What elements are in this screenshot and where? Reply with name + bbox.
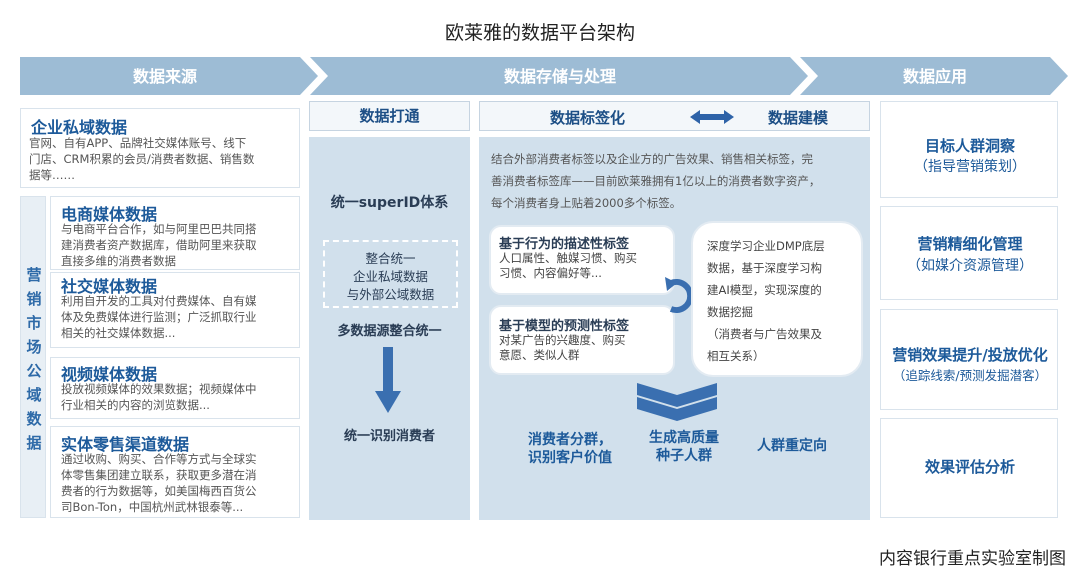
source-text: 通过收购、购买、合作等方式与全球实体零售集团建立联系，获取更多潜在消费者的行为数… xyxy=(61,452,257,514)
connect-panel: 统一superID体系 整合统一 企业私域数据 与外部公域数据 多数据源整合统一… xyxy=(309,137,470,520)
model-tag-box: 基于模型的预测性标签 对某广告的兴趣度、购买意愿、类似人群 xyxy=(489,305,675,375)
loop-arrow-icon xyxy=(665,277,694,313)
outcome-retargeting: 人群重定向 xyxy=(757,438,827,454)
app-effect-optimization: 营销效果提升/投放优化 （追踪线索/预测发掘潜客） xyxy=(880,309,1058,410)
header-modeling: 数据建模 xyxy=(768,109,829,127)
stage-label-applications: 数据应用 xyxy=(902,67,967,86)
merge-box: 整合统一 企业私域数据 与外部公域数据 xyxy=(323,240,458,308)
model-tag-title: 基于模型的预测性标签 xyxy=(499,319,630,334)
stage-chevron-applications xyxy=(800,57,1068,95)
source-ecommerce: 电商媒体数据 与电商平台合作，如与阿里巴巴共同搭建消费者资产数据库，借助阿里来获… xyxy=(50,196,300,270)
app-fine-management: 营销精细化管理 （如媒介资源管理） xyxy=(880,206,1058,300)
outcome-segmentation: 消费者分群，识别客户价值 xyxy=(528,432,612,466)
source-retail: 实体零售渠道数据 通过收购、购买、合作等方式与全球实体零售集团建立联系，获取更多… xyxy=(50,426,300,518)
source-text: 投放视频媒体的效果数据；视频媒体中行业相关的内容的浏览数据... xyxy=(61,382,257,412)
model-tag-text: 对某广告的兴趣度、购买意愿、类似人群 xyxy=(499,333,626,362)
source-text: 利用自开发的工具对付费媒体、自有媒体及免费媒体进行监测；广泛抓取行业相关的社交媒… xyxy=(61,294,257,340)
header-tagging-modeling: 数据标签化 数据建模 xyxy=(479,101,870,131)
source-title: 实体零售渠道数据 xyxy=(61,435,190,454)
source-title: 企业私域数据 xyxy=(31,118,128,137)
header-connect: 数据打通 xyxy=(309,101,470,131)
source-title: 视频媒体数据 xyxy=(61,365,158,384)
app-target-insight: 目标人群洞察 （指导营销策划） xyxy=(880,101,1058,198)
behavior-tag-title: 基于行为的描述性标签 xyxy=(499,237,630,252)
source-text: 与电商平台合作，如与阿里巴巴共同搭建消费者资产数据库，借助阿里来获取直接多维的消… xyxy=(61,222,257,268)
double-arrow-icon xyxy=(690,110,734,124)
source-title: 电商媒体数据 xyxy=(61,205,158,224)
multi-source-text: 多数据源整合统一 xyxy=(337,324,442,339)
dmp-text: 深度学习企业DMP底层数据，基于深度学习构建AI模型，实现深度的 数据挖掘（消费… xyxy=(707,239,825,363)
app-title: 营销精细化管理 xyxy=(917,235,1023,253)
public-data-label: 营销 市场 公域 数据 xyxy=(20,196,46,518)
stage-chevron-processing xyxy=(310,57,808,95)
source-title: 社交媒体数据 xyxy=(61,277,158,296)
behavior-tag-text: 人口属性、触媒习惯、购买习惯、内容偏好等... xyxy=(499,251,637,280)
source-social: 社交媒体数据 利用自开发的工具对付费媒体、自有媒体及免费媒体进行监测；广泛抓取行… xyxy=(50,272,300,348)
app-effect-evaluation: 效果评估分析 xyxy=(880,418,1058,518)
stage-bar: 数据来源 数据存储与处理 数据应用 xyxy=(20,57,1070,95)
source-text: 官网、自有APP、品牌社交媒体账号、线下门店、CRM积累的会员/消费者数据、销售… xyxy=(29,136,255,182)
app-title: 效果评估分析 xyxy=(924,458,1015,476)
stage-chevron-sources xyxy=(20,57,318,95)
app-subtitle: （指导营销策划） xyxy=(914,159,1026,175)
dmp-box: 深度学习企业DMP底层数据，基于深度学习构建AI模型，实现深度的 数据挖掘（消费… xyxy=(691,221,863,377)
app-subtitle: （追踪线索/预测发掘潜客） xyxy=(892,368,1048,383)
app-subtitle: （如媒介资源管理） xyxy=(907,258,1033,274)
source-credit: 内容银行重点实验室制图 xyxy=(879,549,1066,569)
identify-text: 统一识别消费者 xyxy=(343,429,435,444)
header-tagging: 数据标签化 xyxy=(550,109,626,127)
app-title: 目标人群洞察 xyxy=(924,137,1015,155)
superid-text: 统一superID体系 xyxy=(330,195,449,211)
source-video: 视频媒体数据 投放视频媒体的效果数据；视频媒体中行业相关的内容的浏览数据... xyxy=(50,357,300,419)
stage-label-sources: 数据来源 xyxy=(132,67,197,86)
tagging-panel: 结合外部消费者标签以及企业方的广告效果、销售相关标签，完 善消费者标签库——目前… xyxy=(479,137,870,520)
tagging-description: 结合外部消费者标签以及企业方的广告效果、销售相关标签，完 善消费者标签库——目前… xyxy=(491,152,821,210)
app-title: 营销效果提升/投放优化 xyxy=(892,346,1048,364)
source-private: 企业私域数据 官网、自有APP、品牌社交媒体账号、线下门店、CRM积累的会员/消… xyxy=(20,108,300,188)
stage-label-processing: 数据存储与处理 xyxy=(503,67,616,86)
page-title: 欧莱雅的数据平台架构 xyxy=(444,22,635,44)
outcome-seed-audience: 生成高质量种子人群 xyxy=(649,430,719,464)
behavior-tag-box: 基于行为的描述性标签 人口属性、触媒习惯、购买习惯、内容偏好等... xyxy=(489,225,675,295)
down-arrow-icon xyxy=(375,347,401,413)
down-chevron-icon xyxy=(637,383,717,421)
stage-chevrons xyxy=(20,57,1068,95)
